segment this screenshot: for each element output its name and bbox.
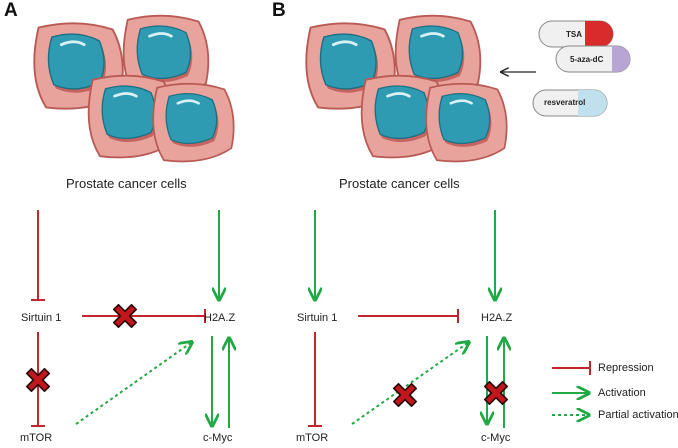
network-a xyxy=(25,210,229,428)
node-cmyc-a: c-Myc xyxy=(203,432,233,444)
legend-activation-label: Activation xyxy=(598,387,646,399)
caption-b: Prostate cancer cells xyxy=(339,176,460,191)
caption-a: Prostate cancer cells xyxy=(66,176,187,191)
legend-partial-label: Partial activation xyxy=(598,409,678,421)
node-mtor-a: mTOR xyxy=(20,432,53,444)
drug-label-resveratrol: resveratrol xyxy=(544,98,586,107)
node-h2az-a: H2A.Z xyxy=(204,312,236,324)
node-mtor-b: mTOR xyxy=(296,432,329,444)
node-cmyc-b: c-Myc xyxy=(481,432,511,444)
panel-label-b: B xyxy=(272,0,286,21)
node-h2az-b: H2A.Z xyxy=(481,312,513,324)
cell-cluster-a xyxy=(32,14,235,163)
drug-label-5-aza-dc: 5-aza-dC xyxy=(570,55,604,64)
legend-repression-label: Repression xyxy=(598,362,654,374)
legend xyxy=(552,361,591,415)
pill-resveratrol xyxy=(532,89,608,117)
pill-tsa xyxy=(538,20,614,48)
network-b xyxy=(308,210,507,428)
pill-5-aza-dc xyxy=(555,45,631,73)
node-sirtuin-b: Sirtuin 1 xyxy=(297,312,338,324)
node-sirtuin-a: Sirtuin 1 xyxy=(21,312,62,324)
cell-cluster-b xyxy=(304,14,508,163)
block-mark-icon xyxy=(392,382,418,408)
panel-label-a: A xyxy=(4,0,18,21)
drug-label-tsa: TSA xyxy=(566,30,582,39)
